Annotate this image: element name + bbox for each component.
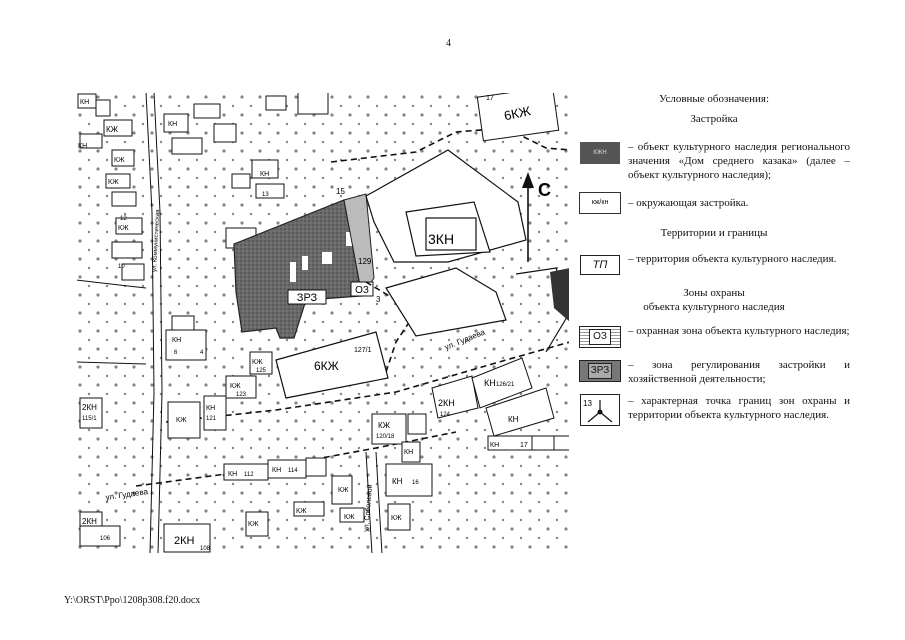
- label-kzh-g: КЖ: [248, 521, 259, 528]
- label-kzh-h: КЖ: [296, 508, 307, 515]
- zrz-label-box: [287, 289, 327, 305]
- surrounding-symbol: кж/кн: [578, 190, 622, 216]
- label-12: 12: [120, 216, 127, 222]
- label-kn-126: КН: [484, 378, 496, 388]
- legend-item-oz: ОЗ – охранная зона объекта культурного н…: [578, 324, 850, 350]
- label-10: 10: [118, 264, 125, 270]
- north-label: С: [538, 180, 551, 200]
- label-kzh-d: КЖ: [252, 359, 263, 366]
- cadastral-map: ОЗ 15 3 ЗРЗ 3КН 129 6КЖ 17 С: [76, 92, 570, 554]
- label-kn-b: КН: [404, 449, 413, 456]
- label-kn-e: КН: [260, 171, 269, 178]
- label-kzh-a: КЖ: [338, 487, 349, 494]
- svg-text:13: 13: [583, 399, 592, 408]
- oz-symbol: ОЗ: [578, 324, 622, 350]
- label-kzh-l: КЖ: [118, 225, 129, 232]
- legend-item-tp: ТП – территория объекта культурного насл…: [578, 252, 850, 278]
- label-120: 120/18: [376, 434, 395, 440]
- legend-item-heritage: КЖН – объект культурного наследия регион…: [578, 140, 850, 182]
- label-kzh-j: КЖ: [114, 157, 125, 164]
- label-6kzh-mid: 6КЖ: [314, 359, 339, 373]
- label-17b: 17: [520, 442, 528, 449]
- legend: Условные обозначения: Застройка КЖН – об…: [578, 92, 850, 434]
- label-kzh-k: КЖ: [108, 179, 119, 186]
- label-2kn-106: 2КН: [82, 517, 97, 526]
- label-kzh-b: КЖ: [344, 514, 355, 521]
- label-2kn-124: 2КН: [438, 398, 455, 408]
- label-kn-16: КН: [392, 477, 403, 486]
- label-6: 6: [174, 350, 178, 356]
- legend-section-buildings: Застройка: [690, 113, 738, 125]
- label-121: 121: [206, 416, 217, 422]
- point-3: 3: [376, 295, 381, 304]
- label-kn-d: КН: [80, 99, 89, 106]
- label-kzh-e: КЖ: [230, 383, 241, 390]
- building-3kn: [365, 149, 527, 263]
- legend-section-zones-1: Зоны охраны: [683, 287, 745, 299]
- page-number: 4: [446, 38, 451, 49]
- label-115: 115/1: [82, 416, 97, 422]
- label-106: 106: [100, 536, 111, 542]
- label-kn-114: КН: [272, 467, 281, 474]
- oz-label: ОЗ: [355, 285, 369, 296]
- label-17: 17: [486, 95, 494, 102]
- label-kn-g: КН: [78, 143, 87, 150]
- label-kzh-c: КЖ: [391, 515, 402, 522]
- label-kn-a: КН: [508, 415, 519, 424]
- label-kn-h: КН: [168, 121, 177, 128]
- label-6kzh-top: 6КЖ: [503, 103, 532, 123]
- buildings-left: [77, 92, 329, 361]
- label-kzh-f: КЖ: [176, 417, 187, 424]
- tp-symbol: ТП: [578, 252, 622, 278]
- footer-file-path: Y:\ORST\Ppo\1208p308.f20.docx: [64, 595, 201, 606]
- legend-section-zones-2: объекта культурного наследия: [643, 301, 785, 313]
- label-108: 108: [200, 546, 211, 552]
- label-16: 16: [412, 480, 419, 486]
- point-15: 15: [336, 187, 345, 196]
- point-symbol: 13: [578, 394, 622, 426]
- label-2kn-115: 2КН: [82, 403, 97, 412]
- legend-section-territories: Территории и границы: [660, 227, 768, 239]
- label-129: 129: [358, 257, 372, 266]
- label-kn-f: КН: [172, 337, 181, 344]
- label-124: 124: [440, 412, 451, 418]
- label-112: 112: [244, 472, 254, 478]
- label-114: 114: [288, 468, 298, 474]
- label-kzh-i: КЖ: [106, 125, 119, 134]
- heritage-symbol: КЖН: [578, 140, 622, 166]
- label-123: 123: [236, 392, 247, 398]
- label-kn-17: КН: [490, 442, 499, 449]
- oz-label-box: [350, 281, 374, 297]
- legend-item-surrounding: кж/кн – окружающая застройка.: [578, 190, 850, 216]
- label-126: 126/21: [496, 382, 515, 388]
- label-127: 127/1: [354, 347, 372, 354]
- label-kn-c: КН: [206, 405, 215, 412]
- zrz-symbol: ЗРЗ: [578, 358, 622, 384]
- legend-item-point: 13 – характерная точка границ зон охраны…: [578, 394, 850, 426]
- north-arrow-icon: [522, 172, 534, 262]
- oz-zone: [343, 193, 375, 298]
- zrz-label: ЗРЗ: [297, 292, 318, 304]
- label-125: 125: [256, 368, 267, 374]
- label-13: 13: [262, 192, 269, 198]
- legend-item-zrz: ЗРЗ – зона регулирования застройки и хоз…: [578, 358, 850, 386]
- label-2kn-108: 2КН: [174, 535, 195, 547]
- legend-title: Условные обозначения:: [658, 93, 770, 105]
- label-kzh-120: КЖ: [378, 421, 391, 430]
- street-kommunist: ул. Коммунистическая: [152, 209, 161, 272]
- label-3kn: 3КН: [428, 231, 454, 247]
- label-4: 4: [200, 350, 204, 356]
- label-kn-112: КН: [228, 471, 237, 478]
- hatched-area-right: [550, 268, 570, 322]
